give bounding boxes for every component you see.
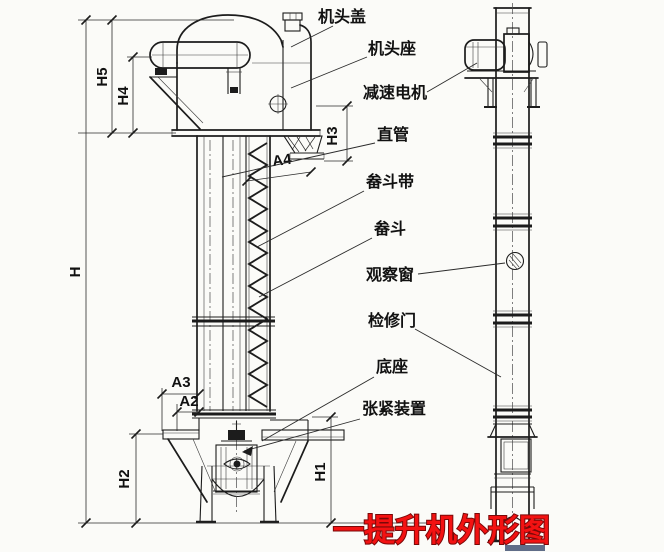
svg-text:畚斗带: 畚斗带 [365,172,414,191]
label-gear-motor: 减速电机 [363,62,478,102]
svg-text:检修门: 检修门 [368,311,416,330]
motor-front-shape [149,41,251,130]
dim-label-h: H [67,267,84,278]
side-column-shape [493,3,532,542]
column-shape [192,135,276,419]
dimension-h4: H4 [115,51,139,139]
dimension-a2: A2 [171,393,205,418]
bucket-belt-zigzag [247,142,269,408]
label-head-seat: 机头座 [290,39,416,89]
dim-label-h5: H5 [94,67,111,86]
label-head-cover: 机头盖 [290,7,366,48]
dimension-a3: A3 [156,374,205,400]
watermark-fragment [505,545,545,551]
label-straight-pipe: 直管 [221,125,409,178]
dimension-h3: H3 [324,100,353,167]
svg-text:张紧装置: 张紧装置 [362,399,426,418]
svg-text:底座: 底座 [376,357,408,376]
side-view [464,3,548,543]
label-inspection-door: 检修门 [368,311,502,378]
observation-window-shape [505,251,525,271]
dimensions: H H5 H4 H3 H2 H [67,14,440,529]
tensioning-device-shape [213,421,260,495]
svg-text:畚斗: 畚斗 [373,219,406,238]
svg-text:观察窗: 观察窗 [366,265,414,284]
dimension-h: H [67,14,92,529]
dim-label-a3: A3 [171,374,190,391]
label-observation-window: 观察窗 [366,262,506,284]
dimension-h1: H1 [312,411,337,529]
gear-motor-side-shape [464,27,548,108]
part-labels: 机头盖 机头座 减速电机 直管 畚斗带 畚斗 观察窗 检修门 [221,7,506,456]
dim-label-h3: H3 [324,126,341,145]
drawing-title: 一提升机外形图 [333,513,550,548]
boot-base-shape [162,418,345,524]
dim-label-h1: H1 [312,462,329,481]
label-bucket: 畚斗 [258,219,406,298]
head-seat-shape [171,94,321,137]
discharge-spout-shape [282,135,325,160]
label-bucket-belt: 畚斗带 [256,172,414,248]
leader-arrowhead [242,446,253,456]
dim-label-h4: H4 [115,86,132,106]
svg-text:机头盖: 机头盖 [318,7,366,26]
side-flange-joints [493,132,532,422]
dim-label-a4: A4 [271,151,293,170]
dim-label-h2: H2 [116,469,133,488]
front-view [149,12,345,524]
svg-text:直管: 直管 [377,125,409,144]
svg-text:机头座: 机头座 [368,39,416,58]
inspection-door-shape [487,423,538,543]
dimension-h5: H5 [94,14,118,139]
dim-label-a2: A2 [179,393,198,410]
label-base: 底座 [261,357,408,442]
dimension-h2: H2 [116,428,142,529]
svg-text:减速电机: 减速电机 [363,83,427,102]
head-cover-shape [176,12,312,131]
label-tensioning-device: 张紧装置 [242,399,426,456]
